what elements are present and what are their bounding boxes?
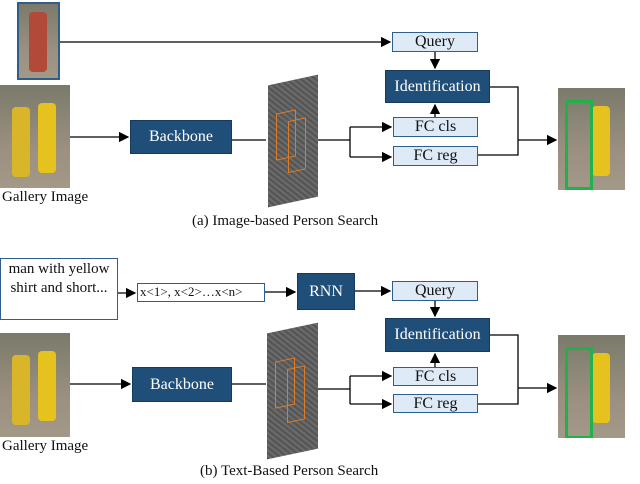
query-person-image: [17, 2, 60, 80]
result-image-b: [558, 335, 625, 438]
gallery-image-label: Gallery Image: [2, 189, 89, 205]
text-query-box: man with yellow shirt and short...: [0, 258, 118, 320]
fc-reg-block-b: FC reg: [393, 394, 478, 413]
feature-map: [268, 74, 318, 208]
token-sequence-box: x<1>, x<2>…x<n>: [137, 283, 265, 302]
identification-block: Identification: [385, 70, 490, 103]
rnn-block: RNN: [297, 273, 355, 310]
gallery-image-label-b: Gallery Image: [2, 438, 89, 454]
identification-block-b: Identification: [385, 318, 490, 352]
fc-cls-block-b: FC cls: [393, 367, 478, 386]
caption-a: (a) Image-based Person Search: [192, 213, 379, 229]
query-block-b: Query: [392, 281, 478, 301]
backbone-block-b: Backbone: [132, 367, 232, 402]
detection-box-b: [565, 347, 593, 438]
gallery-image: [0, 85, 70, 188]
fc-cls-block: FC cls: [393, 117, 478, 137]
query-block: Query: [392, 32, 478, 52]
detection-box: [565, 100, 593, 190]
fc-reg-block: FC reg: [393, 146, 478, 166]
result-image: [558, 88, 625, 190]
gallery-image-b: [0, 333, 70, 437]
feature-map-b: [267, 322, 318, 460]
backbone-block: Backbone: [130, 120, 232, 154]
caption-b: (b) Text-Based Person Search: [200, 463, 379, 479]
